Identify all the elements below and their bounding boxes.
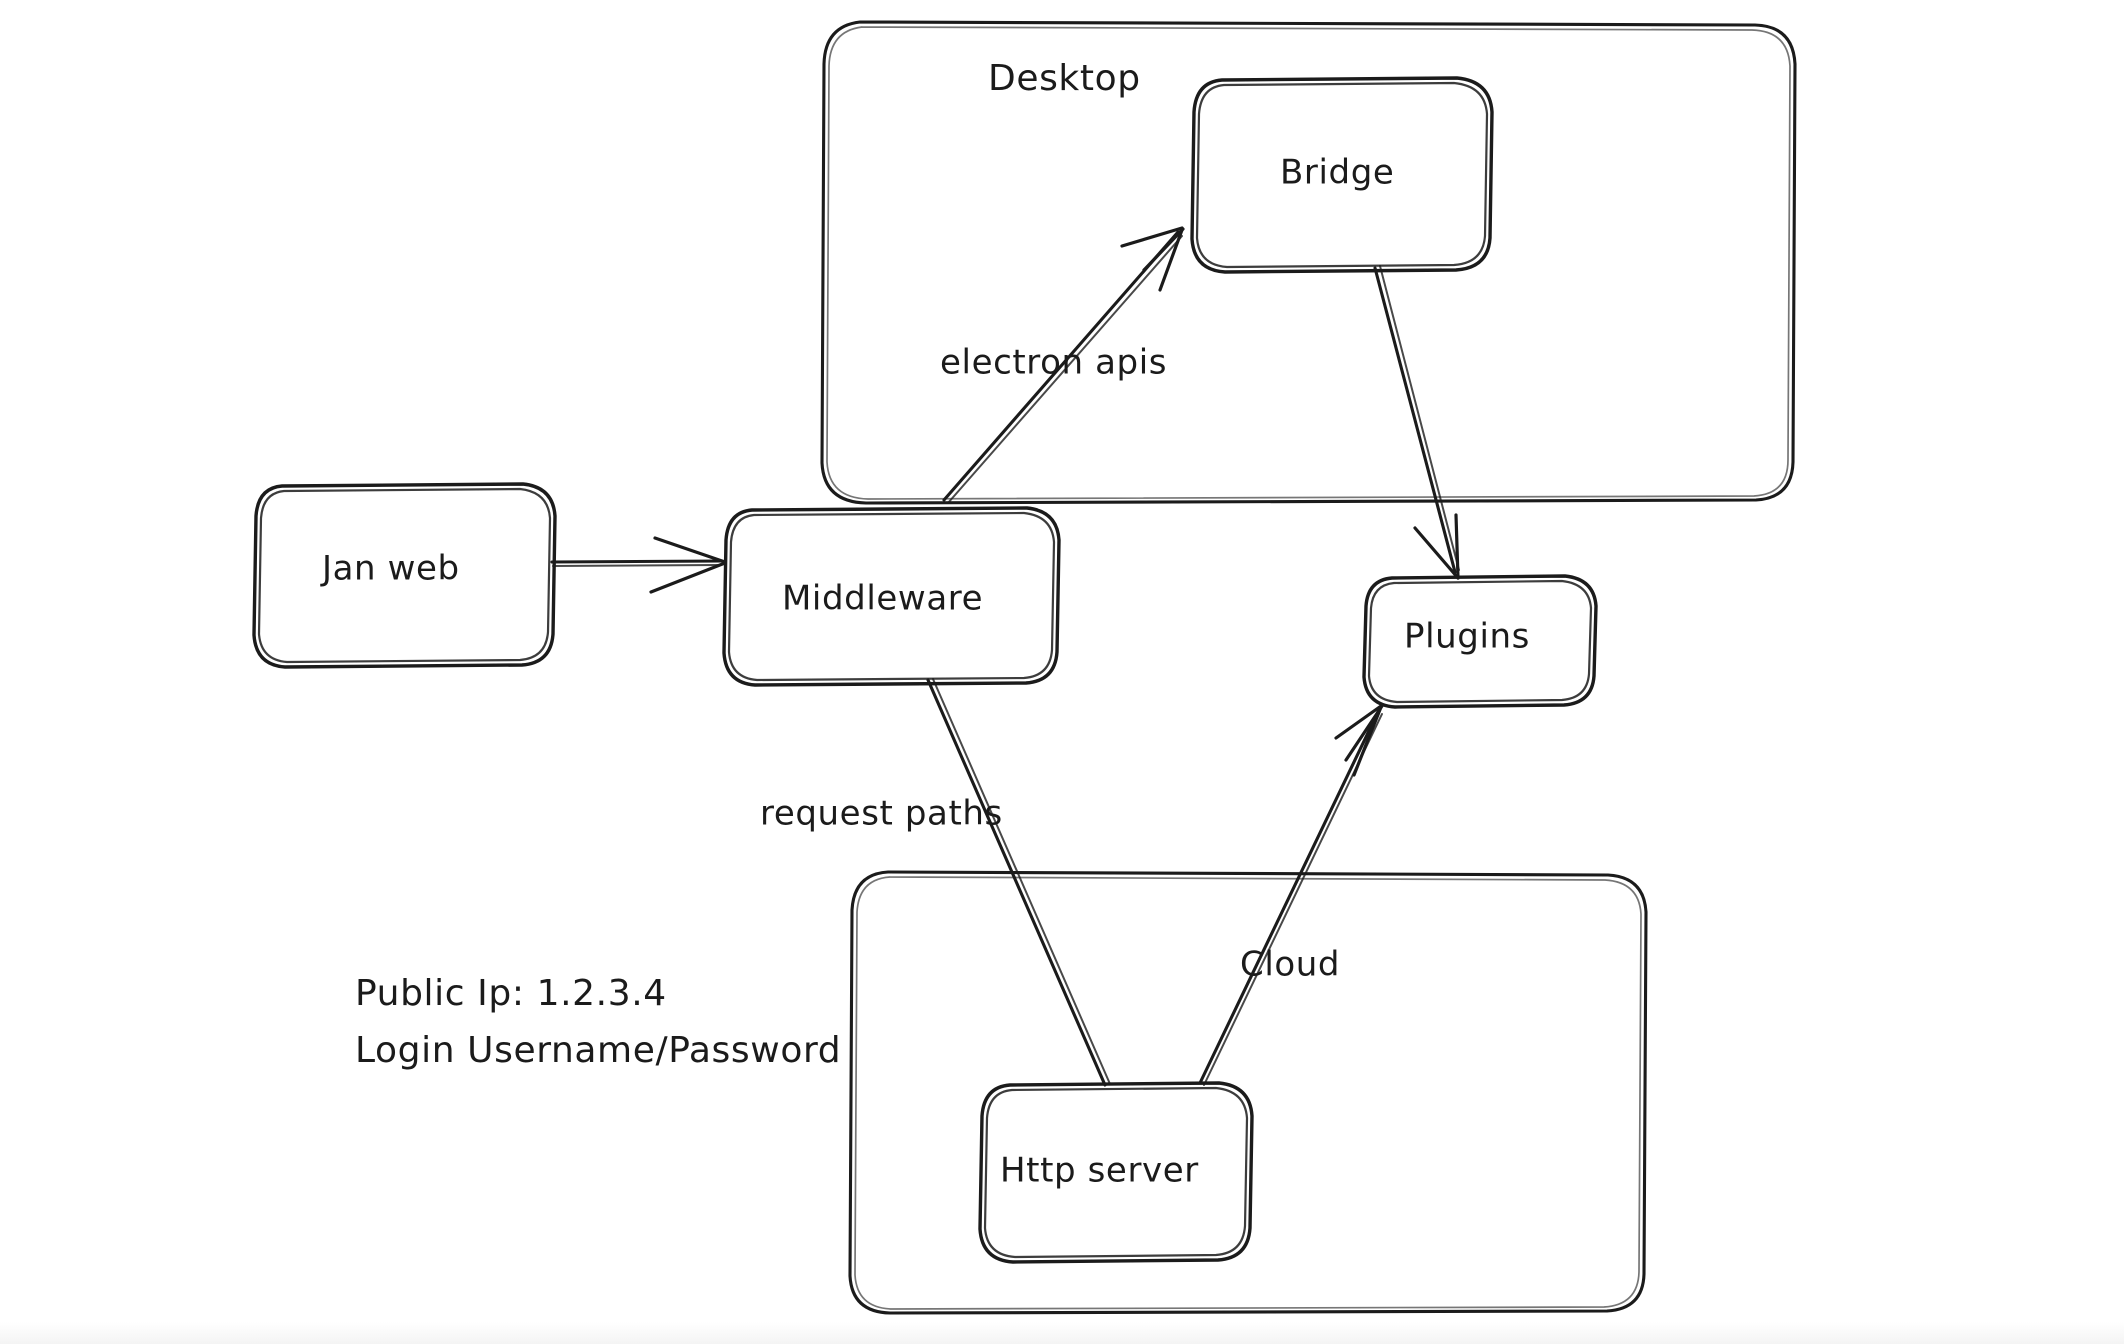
edge-bridge-to-plugins[interactable] <box>1373 265 1460 580</box>
node-jan-web[interactable]: Jan web <box>252 482 557 669</box>
note-public-ip: Public Ip: 1.2.3.4 <box>355 973 667 1014</box>
edge-jan-web-to-middleware[interactable] <box>550 536 727 594</box>
notes-block: Public Ip: 1.2.3.4 Login Username/Passwo… <box>355 973 841 1071</box>
edge-label-cloud: Cloud <box>1240 945 1340 985</box>
edge-middleware-to-http-server[interactable]: request paths <box>760 678 1111 1087</box>
node-jan-web-label: Jan web <box>320 549 460 589</box>
node-bridge-label: Bridge <box>1280 153 1394 193</box>
node-http-server-label: Http server <box>1000 1151 1199 1191</box>
node-middleware[interactable]: Middleware <box>722 506 1061 687</box>
group-cloud[interactable] <box>848 870 1648 1315</box>
node-plugins[interactable]: Plugins <box>1362 574 1598 709</box>
group-desktop[interactable]: Desktop <box>820 20 1797 505</box>
node-bridge[interactable]: Bridge <box>1190 76 1494 274</box>
node-http-server[interactable]: Http server <box>978 1081 1254 1264</box>
edge-label-electron-apis: electron apis <box>940 343 1167 383</box>
bottom-edge-fade <box>0 1322 2124 1344</box>
edge-http-server-to-plugins[interactable]: Cloud <box>1198 704 1384 1086</box>
node-middleware-label: Middleware <box>782 579 983 619</box>
edge-middleware-to-bridge[interactable]: electron apis <box>940 226 1185 504</box>
note-login: Login Username/Password <box>355 1030 841 1071</box>
group-desktop-label: Desktop <box>988 58 1141 99</box>
edge-label-request-paths: request paths <box>760 794 1003 834</box>
node-plugins-label: Plugins <box>1404 617 1530 657</box>
